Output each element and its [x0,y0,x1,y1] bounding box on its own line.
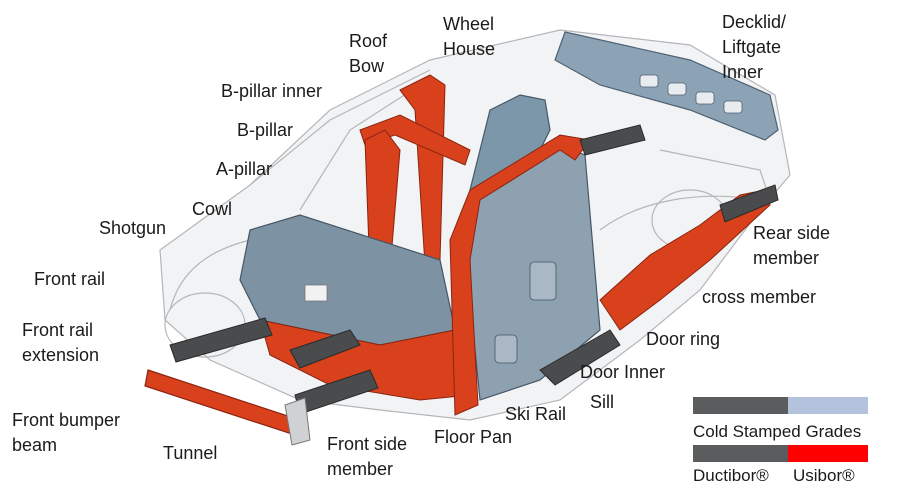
front-rail-extension-label-line1: Front rail [22,320,94,340]
wheel-house-label-line2: House [443,39,496,59]
legend-cold-stamped-label: Cold Stamped Grades [693,422,862,441]
legend-usibor-label: Usibor® [793,466,855,485]
door-ring-label: Door ring [646,329,721,349]
decklid-label-line3: Inner [722,62,764,82]
b-pillar-label: B-pillar [237,120,294,140]
front-rail-extension-label: Front rail extension [22,318,99,368]
ski-rail-label: Ski Rail [505,404,567,424]
front-rail-label: Front rail [34,269,106,289]
legend-swatch-ductibor [693,445,788,462]
roof-bow-label: Roof Bow [349,29,387,79]
front-rail-part [169,317,273,363]
front-side-member-label-line1: Front side [327,434,408,454]
front-bumper-beam-label-line1: Front bumper [12,410,121,430]
roof-bow-label-line1: Roof [349,31,388,51]
wheel-house-label: Wheel House [443,12,495,62]
sill-label: Sill [590,392,615,412]
front-side-member-label-line2: member [327,459,394,479]
door-inner-openings [494,261,557,364]
front-side-member-part [289,329,361,369]
roof-bow-label-line2: Bow [349,56,385,76]
door-ring-part [449,134,591,416]
decklid-label: Decklid/ Liftgate Inner [722,10,786,85]
front-bumper-beam-label-line2: beam [12,435,58,455]
legend-swatch-dark-gray [693,397,788,414]
decklid-label-line1: Decklid/ [722,12,787,32]
rear-side-member-label: Rear side member [753,221,830,271]
rear-side-member-label-line1: Rear side [753,223,831,243]
decklid-openings [639,74,743,114]
floor-pan-label: Floor Pan [434,427,513,447]
front-rail-extension-label-line2: extension [22,345,100,365]
decklid-part [554,31,779,141]
sill-part [539,329,621,386]
rear-side-member-label-line2: member [753,248,820,268]
bumper-bracket [284,397,311,446]
cross-member-label: cross member [702,287,817,307]
door-inner-label: Door Inner [580,362,666,382]
decklid-label-line2: Liftgate [722,37,782,57]
tunnel-part [259,319,471,401]
wheel-house-label-line1: Wheel [443,14,495,34]
b-pillar-inner-label: B-pillar inner [221,81,323,101]
shotgun-label: Shotgun [99,218,167,238]
legend-swatch-usibor [788,445,868,462]
front-bumper-beam-label: Front bumper beam [12,408,120,458]
tunnel-label: Tunnel [163,443,218,463]
a-pillar-label: A-pillar [216,159,273,179]
rear-floor-rail-dark [579,124,646,156]
cowl-label: Cowl [192,199,233,219]
rear-rail-dark [719,184,779,223]
legend-ductibor-label: Ductibor® [693,466,769,485]
front-side-member-label: Front side member [327,432,407,482]
cowl-label-plate [304,284,328,302]
legend-swatch-light-blue [788,397,868,414]
